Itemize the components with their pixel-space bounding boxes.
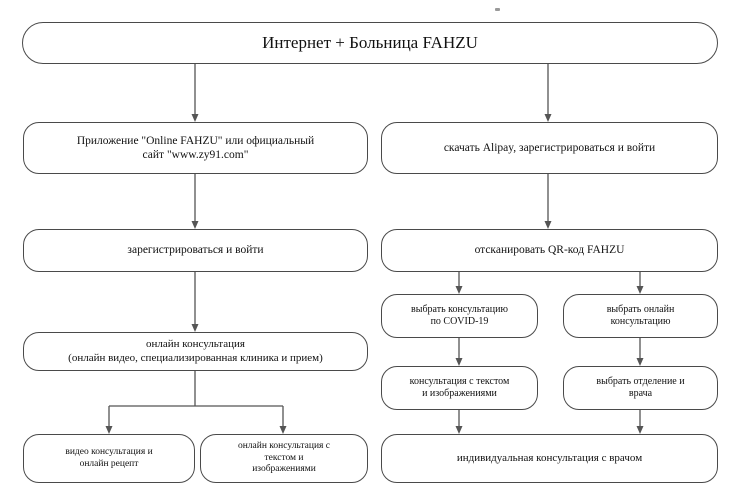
node-select-online-consultation[interactable]: выбрать онлайн консультацию <box>563 294 718 338</box>
arrowhead-covid <box>455 286 463 294</box>
arrowhead-qr <box>544 221 552 229</box>
node-video-consultation-prescription[interactable]: видео консультация и онлайн рецепт <box>23 434 195 483</box>
node-scan-qr-fahzu[interactable]: отсканировать QR-код FAHZU <box>381 229 718 272</box>
arrowhead-left-register <box>191 221 199 229</box>
node-register-and-login[interactable]: зарегистрироваться и войти <box>23 229 368 272</box>
scan-artifact-speck <box>495 8 500 11</box>
arrowhead-online <box>636 286 644 294</box>
arrowhead-root-right <box>544 114 552 122</box>
arrowhead-textimages <box>455 358 463 366</box>
arrowhead-department <box>636 358 644 366</box>
node-select-covid-consultation[interactable]: выбрать консультацию по COVID-19 <box>381 294 538 338</box>
arrowhead-left-textimages <box>279 426 287 434</box>
node-root-internet-fahzu[interactable]: Интернет + Больница FAHZU <box>22 22 718 64</box>
node-consultation-text-images[interactable]: консультация с текстом и изображениями <box>381 366 538 410</box>
node-individual-consultation-doctor[interactable]: индивидуальная консультация с врачом <box>381 434 718 483</box>
node-select-department-doctor[interactable]: выбрать отделение и врача <box>563 366 718 410</box>
arrowhead-root-left <box>191 114 199 122</box>
node-online-consultation-text-images[interactable]: онлайн консультация с текстом и изображе… <box>200 434 368 483</box>
arrowhead-individual-left <box>455 426 463 434</box>
node-online-consultation-details[interactable]: онлайн консультация (онлайн видео, специ… <box>23 332 368 371</box>
arrowhead-left-consult <box>191 324 199 332</box>
node-online-fahzu-app[interactable]: Приложение "Online FAHZU" или официальны… <box>23 122 368 174</box>
arrowhead-video-rx <box>105 426 113 434</box>
arrowhead-individual-right <box>636 426 644 434</box>
node-download-alipay[interactable]: скачать Alipay, зарегистрироваться и вой… <box>381 122 718 174</box>
